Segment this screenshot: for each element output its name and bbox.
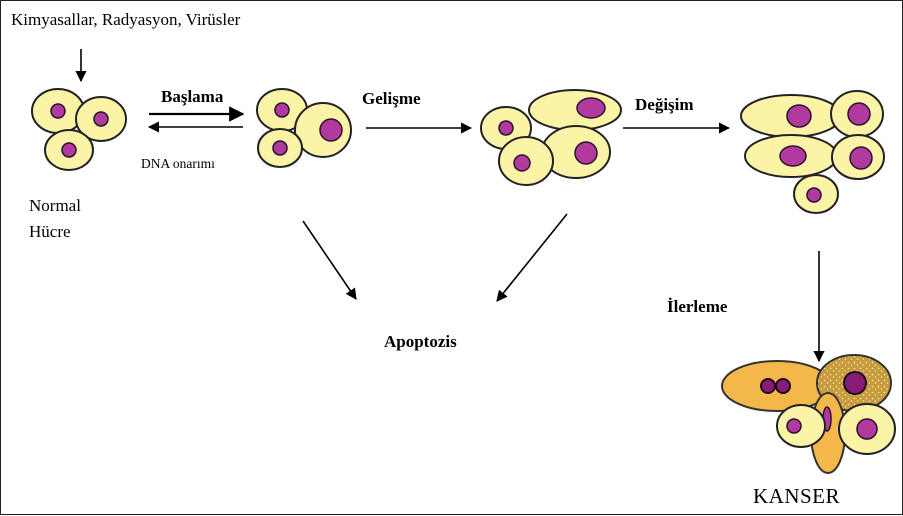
initiation-label: Başlama	[161, 87, 223, 107]
cancer-cell-cluster	[722, 355, 895, 473]
dna-repair-label: DNA onarımı	[141, 156, 215, 172]
transformation-label: Değişim	[635, 95, 694, 115]
cancer-label: KANSER	[753, 484, 840, 509]
progression-label: İlerleme	[667, 297, 727, 317]
promotion-label: Gelişme	[362, 89, 421, 109]
apoptosis-arrow-right	[497, 214, 567, 301]
apoptosis-arrow-left	[303, 221, 356, 299]
apoptosis-label: Apoptozis	[384, 332, 457, 352]
promoted-cell-cluster	[481, 90, 621, 185]
normal-cell-cluster	[32, 89, 126, 170]
normal-cell-label-line2: Hücre	[29, 222, 71, 242]
normal-cell-label-line1: Normal	[29, 196, 81, 216]
transformed-cell-cluster	[741, 91, 884, 213]
initiated-cell-cluster	[257, 89, 351, 167]
agents-label: Kimyasallar, Radyasyon, Virüsler	[11, 10, 240, 30]
